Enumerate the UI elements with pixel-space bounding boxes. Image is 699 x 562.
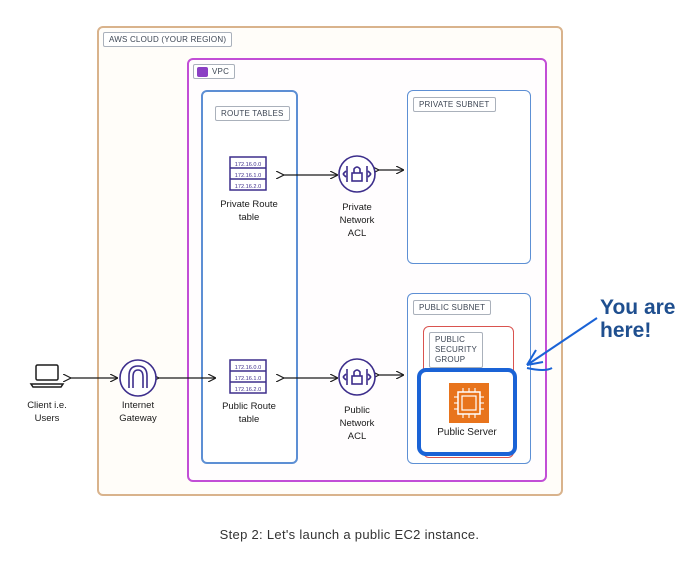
public-acl-line-2: Network <box>339 418 375 429</box>
step-caption: Step 2: Let's launch a public EC2 instan… <box>219 527 480 542</box>
private-route-table-icon: 172.16.0.0 172.16.1.0 172.16.2.0 <box>229 156 267 191</box>
public-rt-entry-3: 172.16.2.0 <box>235 387 261 393</box>
public-acl-label: Public Network ACL <box>327 404 387 443</box>
private-acl-line-1: Private <box>342 202 372 213</box>
client-line-1: Client i.e. <box>27 400 67 411</box>
ec2-instance-icon <box>449 383 489 423</box>
client-label: Client i.e. Users <box>17 399 77 425</box>
private-rt-entry-1: 172.16.0.0 <box>235 162 261 168</box>
public-rt-entry-1: 172.16.0.0 <box>235 365 261 371</box>
private-rt-name-line-1: Private Route <box>220 199 278 210</box>
internet-gateway-icon <box>119 359 157 397</box>
private-subnet-container: PRIVATE SUBNET <box>407 90 531 264</box>
public-network-acl-icon <box>338 358 376 396</box>
private-rt-entry-3: 172.16.2.0 <box>235 184 261 190</box>
callout-arrow <box>526 317 598 371</box>
route-tables-container: ROUTE TABLES <box>201 90 298 464</box>
public-acl-line-3: ACL <box>347 431 367 442</box>
vpc-icon <box>197 67 208 77</box>
aws-cloud-label: AWS CLOUD (YOUR REGION) <box>103 32 233 47</box>
vpc-label: VPC <box>193 64 236 79</box>
private-network-acl-icon <box>338 155 376 193</box>
public-server-label: Public Server <box>437 427 497 438</box>
public-acl-line-1: Public <box>344 405 370 416</box>
sg-label-line-3: GROUP <box>435 355 466 364</box>
security-group-label: PUBLIC SECURITY GROUP <box>429 332 484 368</box>
public-subnet-label: PUBLIC SUBNET <box>413 300 492 315</box>
private-subnet-label: PRIVATE SUBNET <box>413 97 496 112</box>
public-rt-entry-2: 172.16.1.0 <box>235 376 261 382</box>
private-acl-line-3: ACL <box>347 228 367 239</box>
connection-arrows <box>70 170 403 378</box>
laptop-icon <box>29 364 65 388</box>
client-line-2: Users <box>34 413 60 424</box>
private-rt-entry-2: 172.16.1.0 <box>235 173 261 179</box>
public-rt-name-line-2: table <box>238 414 260 425</box>
you-are-here-callout: You are here! <box>600 296 675 342</box>
sg-label-line-1: PUBLIC <box>435 335 466 344</box>
public-rt-name-line-1: Public Route <box>222 401 276 412</box>
public-route-table-icon: 172.16.0.0 172.16.1.0 172.16.2.0 <box>229 359 267 394</box>
private-acl-label: Private Network ACL <box>327 201 387 240</box>
private-rt-name-line-2: table <box>238 212 260 223</box>
private-acl-line-2: Network <box>339 215 375 226</box>
vpc-label-text: VPC <box>212 67 230 76</box>
route-tables-label: ROUTE TABLES <box>215 106 290 121</box>
callout-line-2: here! <box>600 319 652 342</box>
private-route-table-label: Private Route table <box>203 198 295 224</box>
gateway-line-1: Internet <box>121 400 155 411</box>
callout-line-1: You are <box>600 296 676 319</box>
public-route-table-label: Public Route table <box>203 400 295 426</box>
sg-label-line-2: SECURITY <box>435 345 478 354</box>
gateway-line-2: Gateway <box>119 413 157 424</box>
gateway-label: Internet Gateway <box>108 399 168 425</box>
